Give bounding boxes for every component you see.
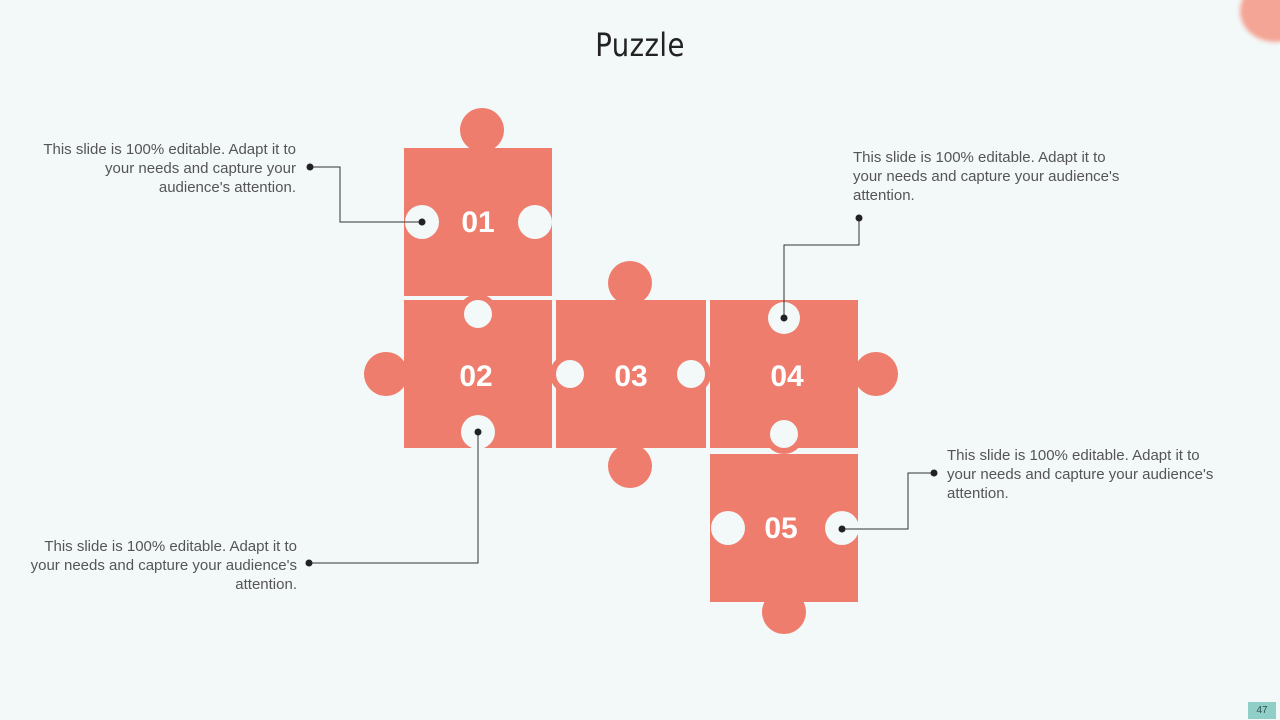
piece-04-bottom-socket-ring [764, 414, 804, 454]
slide-title: Puzzle [595, 26, 685, 64]
puzzle-piece-05: 05 [710, 454, 859, 634]
puzzle-piece-01: 01 [404, 108, 552, 296]
piece-03-right-socket [674, 357, 708, 391]
piece-04-right-tab [854, 352, 898, 396]
callout-text-05: This slide is 100% editable. Adapt it to… [947, 447, 1214, 502]
connector-02-end-dot [305, 559, 313, 567]
piece-03-top-tab [608, 261, 652, 305]
connector-05-start-dot [838, 525, 846, 533]
puzzle-piece-03: 03 [550, 261, 711, 488]
connector-04-start-dot [780, 314, 788, 322]
piece-03-label: 03 [614, 360, 647, 393]
slide-number: 47 [1248, 702, 1276, 719]
connector-04-end-dot [855, 214, 863, 222]
piece-02-left-tab [364, 352, 408, 396]
connector-01 [310, 166, 422, 223]
connector-05-end-dot [930, 469, 938, 477]
puzzle-piece-02: 02 [364, 294, 552, 449]
connector-02 [309, 432, 479, 564]
piece-04-bottom-socket [767, 417, 801, 451]
piece-01-right-socket [518, 205, 552, 239]
piece-03-left-socket [553, 357, 587, 391]
piece-04-label: 04 [770, 360, 804, 393]
callout-text-04: This slide is 100% editable. Adapt it to… [853, 149, 1120, 204]
connector-01-start-dot [306, 163, 314, 171]
connector-04 [783, 218, 860, 318]
piece-05-label: 05 [764, 512, 797, 545]
connector-01-end-dot [418, 218, 426, 226]
piece-02-label: 02 [459, 360, 492, 393]
piece-01-label: 01 [461, 206, 494, 239]
piece-03-right-socket-ring [671, 354, 711, 394]
connector-05 [842, 472, 934, 530]
connector-02-start-dot [474, 428, 482, 436]
piece-05-left-socket [711, 511, 745, 545]
piece-03-left-socket-ring [550, 354, 590, 394]
piece-01-top-tab [460, 108, 504, 152]
puzzle-piece-04: 04 [710, 300, 898, 454]
piece-02-top-tab-ring [458, 294, 498, 334]
callout-text-02: This slide is 100% editable. Adapt it to… [30, 538, 297, 593]
piece-03-bottom-tab [608, 444, 652, 488]
piece-05-bottom-tab [762, 590, 806, 634]
callout-text-01: This slide is 100% editable. Adapt it to… [43, 141, 296, 196]
piece-02-top-socket [461, 297, 495, 331]
